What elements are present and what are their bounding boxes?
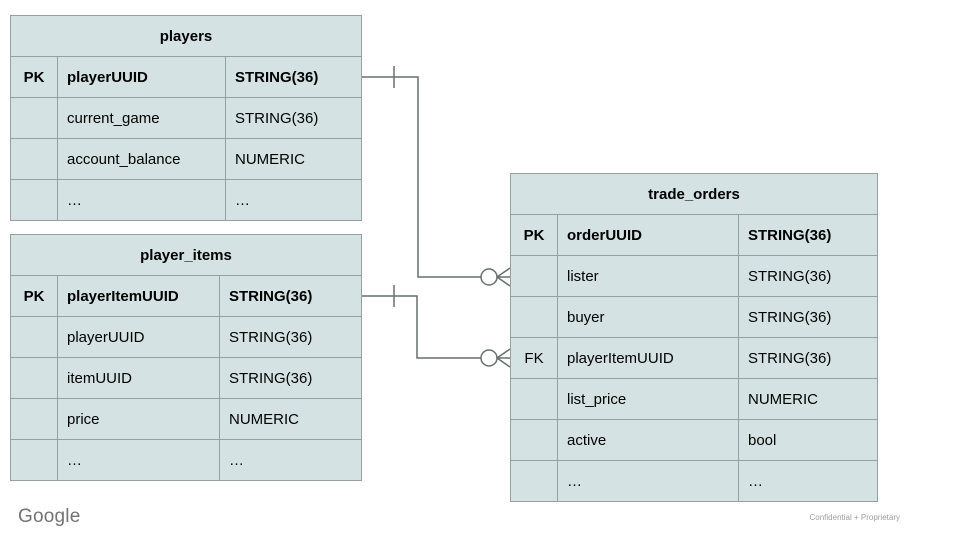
cardinality-zero-circle [480, 268, 498, 286]
relationship-player-items-to-trade-orders [362, 285, 511, 368]
field-type: NUMERIC [225, 138, 362, 180]
cardinality-many-crowfoot [496, 348, 511, 368]
key-cell [10, 439, 58, 481]
field-name: buyer [557, 296, 739, 338]
key-cell: PK [10, 56, 58, 98]
key-cell [10, 316, 58, 358]
field-name: … [57, 179, 226, 221]
field-type: NUMERIC [738, 378, 878, 420]
key-cell [510, 419, 558, 461]
cardinality-many-crowfoot [496, 267, 511, 287]
field-type: … [225, 179, 362, 221]
confidential-note: Confidential + Proprietary [809, 513, 901, 522]
key-cell [10, 138, 58, 180]
field-name: … [557, 460, 739, 502]
key-cell: PK [510, 214, 558, 256]
field-name: playerUUID [57, 56, 226, 98]
field-type: STRING(36) [738, 255, 878, 297]
field-type: … [219, 439, 362, 481]
table-row: lister STRING(36) [510, 255, 878, 297]
field-type: STRING(36) [225, 56, 362, 98]
field-type: NUMERIC [219, 398, 362, 440]
table-row: FK playerItemUUID STRING(36) [510, 337, 878, 379]
field-type: STRING(36) [738, 337, 878, 379]
field-name: playerItemUUID [57, 275, 220, 317]
key-cell [10, 398, 58, 440]
table-title: trade_orders [510, 173, 878, 215]
table-row: PK playerUUID STRING(36) [10, 56, 362, 98]
entity-table-player-items: player_items PK playerItemUUID STRING(36… [10, 234, 362, 481]
google-logo: Google [18, 506, 81, 527]
table-row: PK playerItemUUID STRING(36) [10, 275, 362, 317]
table-row: buyer STRING(36) [510, 296, 878, 338]
field-type: STRING(36) [738, 296, 878, 338]
entity-table-players: players PK playerUUID STRING(36) current… [10, 15, 362, 221]
field-name: playerUUID [57, 316, 220, 358]
key-cell: FK [510, 337, 558, 379]
table-title: players [10, 15, 362, 57]
table-row: playerUUID STRING(36) [10, 316, 362, 358]
entity-table-trade-orders: trade_orders PK orderUUID STRING(36) lis… [510, 173, 878, 502]
field-type: STRING(36) [219, 357, 362, 399]
key-cell [510, 460, 558, 502]
field-name: price [57, 398, 220, 440]
key-cell [10, 97, 58, 139]
table-row: itemUUID STRING(36) [10, 357, 362, 399]
key-cell [510, 296, 558, 338]
table-row: price NUMERIC [10, 398, 362, 440]
table-row: account_balance NUMERIC [10, 138, 362, 180]
field-name: orderUUID [557, 214, 739, 256]
table-title: player_items [10, 234, 362, 276]
field-name: lister [557, 255, 739, 297]
field-name: playerItemUUID [557, 337, 739, 379]
cardinality-zero-circle [480, 349, 498, 367]
field-type: STRING(36) [225, 97, 362, 139]
field-name: list_price [557, 378, 739, 420]
field-name: … [57, 439, 220, 481]
table-row: … … [10, 439, 362, 481]
field-type: STRING(36) [219, 316, 362, 358]
key-cell [10, 179, 58, 221]
key-cell [510, 378, 558, 420]
key-cell: PK [10, 275, 58, 317]
table-row: … … [10, 179, 362, 221]
field-name: current_game [57, 97, 226, 139]
relationship-players-to-trade-orders [362, 66, 511, 287]
field-type: STRING(36) [738, 214, 878, 256]
table-row: … … [510, 460, 878, 502]
field-name: active [557, 419, 739, 461]
table-row: active bool [510, 419, 878, 461]
table-row: list_price NUMERIC [510, 378, 878, 420]
table-row: current_game STRING(36) [10, 97, 362, 139]
key-cell [10, 357, 58, 399]
field-type: bool [738, 419, 878, 461]
field-name: account_balance [57, 138, 226, 180]
field-name: itemUUID [57, 357, 220, 399]
table-row: PK orderUUID STRING(36) [510, 214, 878, 256]
field-type: STRING(36) [219, 275, 362, 317]
key-cell [510, 255, 558, 297]
field-type: … [738, 460, 878, 502]
